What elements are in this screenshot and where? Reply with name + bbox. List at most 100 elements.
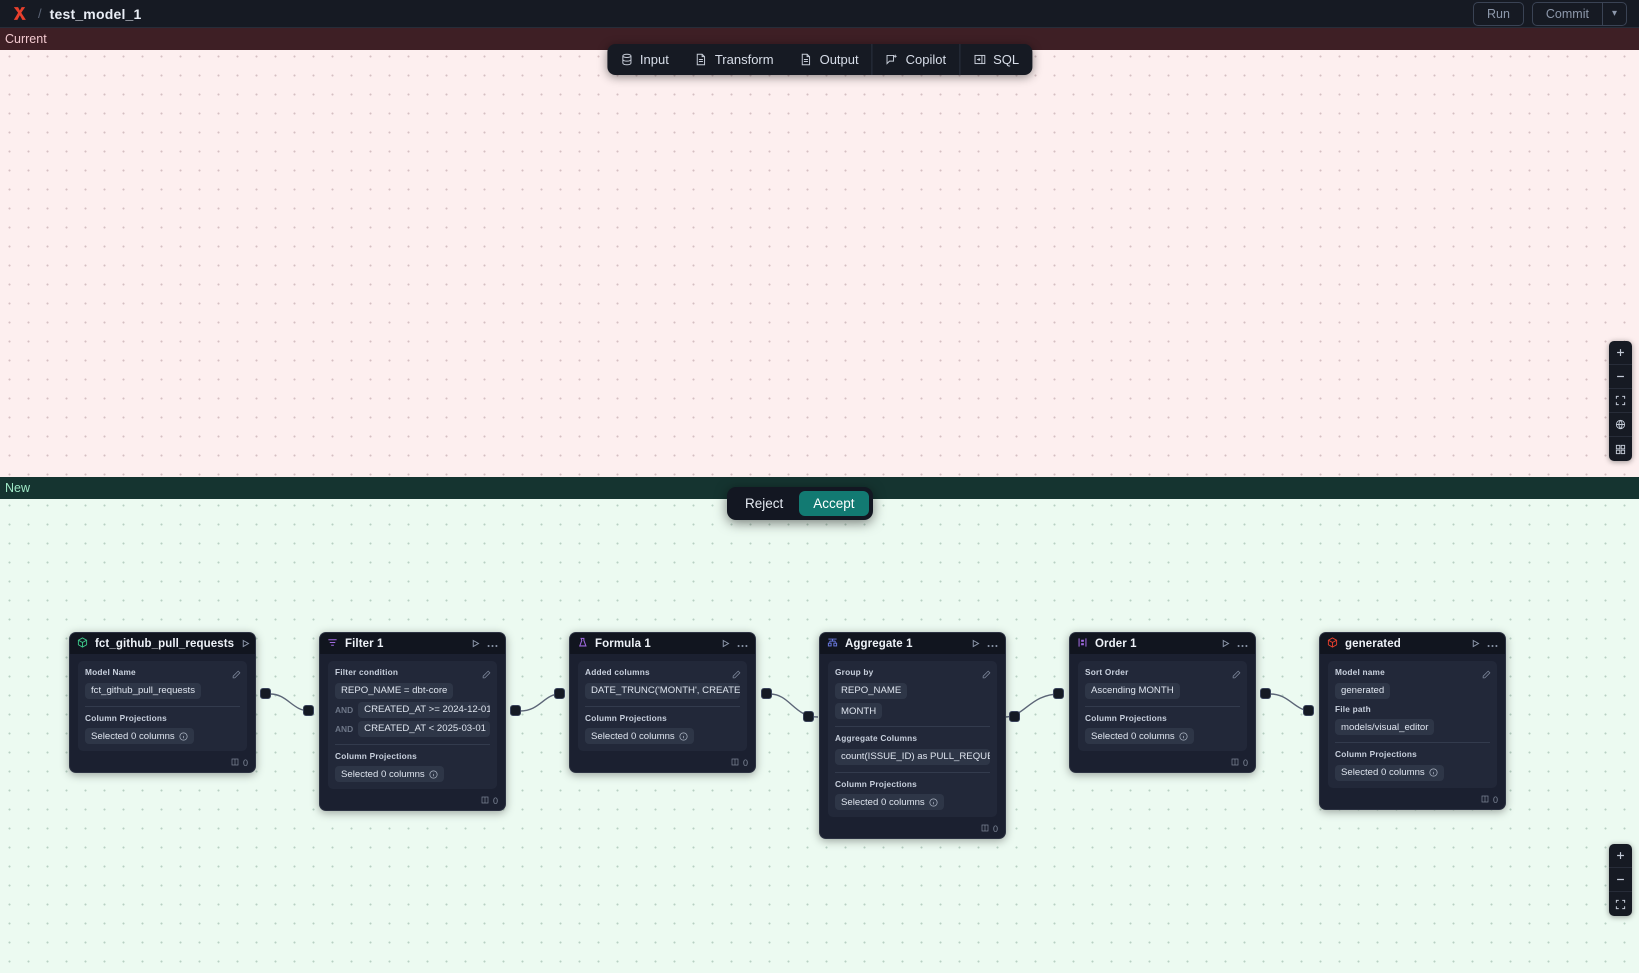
group-by-value-1[interactable]: REPO_NAME [835, 682, 908, 699]
node-fields: Group by REPO_NAME MONTH Aggregate Colum… [828, 661, 997, 817]
info-icon[interactable] [1179, 731, 1188, 741]
field-value[interactable]: Selected 0 columns [85, 728, 194, 744]
field-value[interactable]: DATE_TRUNC('MONTH', CREATED_AT... [585, 682, 740, 699]
pane-new: New fct_github_pull_ [0, 477, 1639, 973]
node-title: fct_github_pull_requests [95, 637, 235, 650]
info-icon[interactable] [429, 769, 438, 779]
lock-globe-button[interactable] [1609, 413, 1632, 437]
field-value[interactable]: Selected 0 columns [1085, 728, 1194, 744]
columns-icon [731, 758, 739, 768]
fit-view-button[interactable] [1609, 389, 1632, 413]
field-label: Column Projections [1335, 749, 1417, 759]
ellipsis-icon[interactable] [1237, 635, 1248, 653]
node-header[interactable]: Filter 1 [320, 633, 505, 654]
top-bar: / test_model_1 Run Commit ▾ [0, 0, 1639, 28]
ellipsis-icon[interactable] [487, 635, 498, 653]
edit-pencil-icon[interactable] [232, 666, 241, 684]
app-logo-icon[interactable] [8, 3, 30, 25]
play-icon[interactable] [471, 635, 480, 653]
node-header[interactable]: fct_github_pull_requests [70, 633, 255, 654]
fit-view-button[interactable] [1609, 892, 1632, 916]
play-icon[interactable] [1471, 635, 1480, 653]
edit-pencil-icon[interactable] [732, 666, 741, 684]
chevron-down-icon[interactable]: ▾ [1601, 2, 1626, 25]
accept-button[interactable]: Accept [799, 491, 869, 516]
row-count: 0 [1492, 794, 1498, 805]
pane-current-label: Current [0, 28, 1639, 50]
field-value[interactable]: count(ISSUE_ID) as PULL_REQUEST_... [835, 748, 990, 765]
canvas-dot-grid-current [0, 28, 1639, 477]
node-footer: 0 [820, 823, 1005, 838]
filter-condition-3[interactable]: CREATED_AT < 2025-03-01 [358, 720, 490, 737]
field-value[interactable]: Selected 0 columns [1335, 764, 1444, 781]
toolbar-item-sql[interactable]: SQL [959, 44, 1032, 75]
sql-panel-icon [973, 53, 987, 67]
zoom-in-button[interactable] [1609, 341, 1632, 365]
play-icon[interactable] [1221, 635, 1230, 653]
zoom-out-button[interactable] [1609, 365, 1632, 389]
field-value[interactable]: Ascending MONTH [1085, 682, 1180, 699]
node-header[interactable]: Formula 1 [570, 633, 755, 654]
toolbar-item-transform[interactable]: Transform [682, 44, 787, 75]
edit-pencil-icon[interactable] [482, 666, 491, 684]
field-value[interactable]: generated [1335, 682, 1391, 699]
node-title: generated [1345, 637, 1401, 650]
play-icon[interactable] [241, 635, 250, 653]
field-label: Added columns [585, 667, 650, 677]
graph-node-source[interactable]: fct_github_pull_requests Model Name fct_… [69, 632, 256, 773]
reject-button[interactable]: Reject [731, 491, 797, 516]
field-value[interactable]: Selected 0 columns [835, 794, 944, 810]
zoom-out-button[interactable] [1609, 868, 1632, 892]
graph-node-formula[interactable]: Formula 1 Added columns DATE_TRUNC('MONT… [569, 632, 756, 773]
toolbar-item-label: Copilot [905, 52, 947, 67]
field-label: Column Projections [835, 778, 917, 789]
edge-port [260, 688, 271, 699]
zoom-controls-new [1609, 844, 1632, 916]
edit-pencil-icon[interactable] [1232, 666, 1241, 684]
graph-node-filter[interactable]: Filter 1 Filter condition REPO_NAME = db… [319, 632, 506, 811]
field-value[interactable]: Selected 0 columns [585, 728, 694, 744]
node-header[interactable]: Aggregate 1 [820, 633, 1005, 654]
edit-pencil-icon[interactable] [1482, 666, 1491, 684]
info-icon[interactable] [679, 731, 688, 741]
toolbar-item-input[interactable]: Input [607, 44, 682, 75]
ellipsis-icon[interactable] [1487, 635, 1498, 653]
edit-pencil-icon[interactable] [982, 666, 991, 684]
play-icon[interactable] [971, 635, 980, 653]
info-icon[interactable] [1429, 768, 1438, 777]
graph-node-generated[interactable]: generated Model name generated File path… [1319, 632, 1506, 810]
graph-node-aggregate[interactable]: Aggregate 1 Group by REPO_NAME MONTH Agg… [819, 632, 1006, 839]
node-header[interactable]: generated [1320, 633, 1505, 654]
diff-decision-bar: Reject Accept [727, 487, 873, 520]
conjunction-label: AND [335, 723, 354, 734]
commit-split-button[interactable]: Commit ▾ [1531, 1, 1627, 26]
field-value-text: Selected 0 columns [341, 768, 425, 780]
field-label: Model Name [85, 667, 136, 677]
commit-button[interactable]: Commit [1545, 6, 1589, 21]
page-title: test_model_1 [49, 5, 142, 22]
run-button[interactable]: Run [1472, 1, 1524, 26]
filter-condition-2[interactable]: CREATED_AT >= 2024-12-01 [358, 701, 490, 718]
field-value[interactable]: Selected 0 columns [335, 766, 444, 782]
toolbar-item-copilot[interactable]: Copilot [871, 44, 959, 75]
ellipsis-icon[interactable] [987, 635, 998, 653]
mini-map-button[interactable] [1609, 437, 1632, 461]
top-bar-actions: Run Commit ▾ [1472, 1, 1631, 26]
group-by-value-2[interactable]: MONTH [835, 703, 883, 719]
graph-node-order[interactable]: Order 1 Sort Order Ascending MONTH Colum… [1069, 632, 1256, 773]
edge-port [803, 711, 814, 722]
node-footer: 0 [1070, 757, 1255, 772]
toolbar-item-output[interactable]: Output [787, 44, 872, 75]
info-icon[interactable] [929, 797, 938, 807]
canvas-toolbar: Input Transform Output Copilot SQL [606, 44, 1033, 75]
play-icon[interactable] [721, 635, 730, 653]
filter-icon [327, 635, 338, 653]
field-value[interactable]: models/visual_editor [1335, 719, 1435, 735]
node-header[interactable]: Order 1 [1070, 633, 1255, 654]
field-value[interactable]: fct_github_pull_requests [85, 682, 202, 699]
zoom-in-button[interactable] [1609, 844, 1632, 868]
field-label: Sort Order [1085, 667, 1129, 677]
filter-condition-1[interactable]: REPO_NAME = dbt-core [335, 682, 454, 699]
ellipsis-icon[interactable] [737, 635, 748, 653]
info-icon[interactable] [179, 731, 188, 741]
